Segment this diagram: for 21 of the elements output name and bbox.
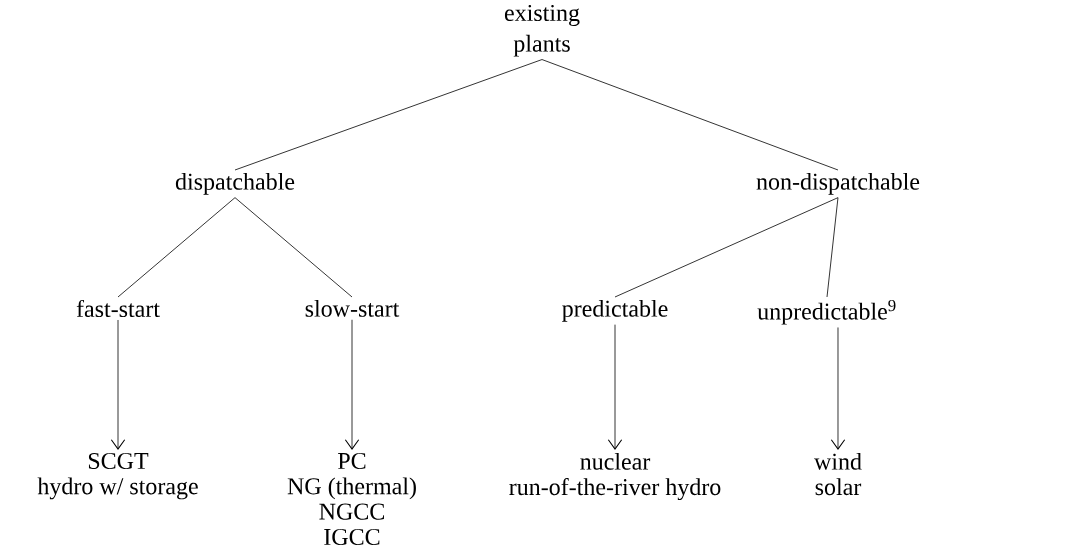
tree-label: dispatchable <box>175 172 295 195</box>
arrow <box>110 319 126 450</box>
example-list: PC NG (thermal) NGCC IGCC <box>287 452 416 546</box>
branch-line <box>234 59 543 171</box>
arrow <box>344 319 360 450</box>
tree-label: predictable <box>562 299 668 322</box>
example-list: SCGT hydro w/ storage <box>37 452 198 500</box>
tree-label: fast-start <box>76 299 160 318</box>
branch-line <box>234 197 353 298</box>
branch-line <box>117 197 236 298</box>
tree-label: slow-start <box>305 299 400 317</box>
branch-line <box>826 197 839 298</box>
example-list: nuclear run-of-the-river hydro <box>509 452 721 501</box>
tree-label: existing plants <box>504 4 580 57</box>
branch-line <box>614 197 839 298</box>
arrow <box>830 327 846 450</box>
arrow <box>607 324 623 450</box>
example-list: wind solar <box>814 452 862 496</box>
branch-line <box>541 59 839 171</box>
tree-label: unpredictable$^{9}$ <box>757 299 896 325</box>
tree-label: non-dispatchable <box>756 172 920 195</box>
